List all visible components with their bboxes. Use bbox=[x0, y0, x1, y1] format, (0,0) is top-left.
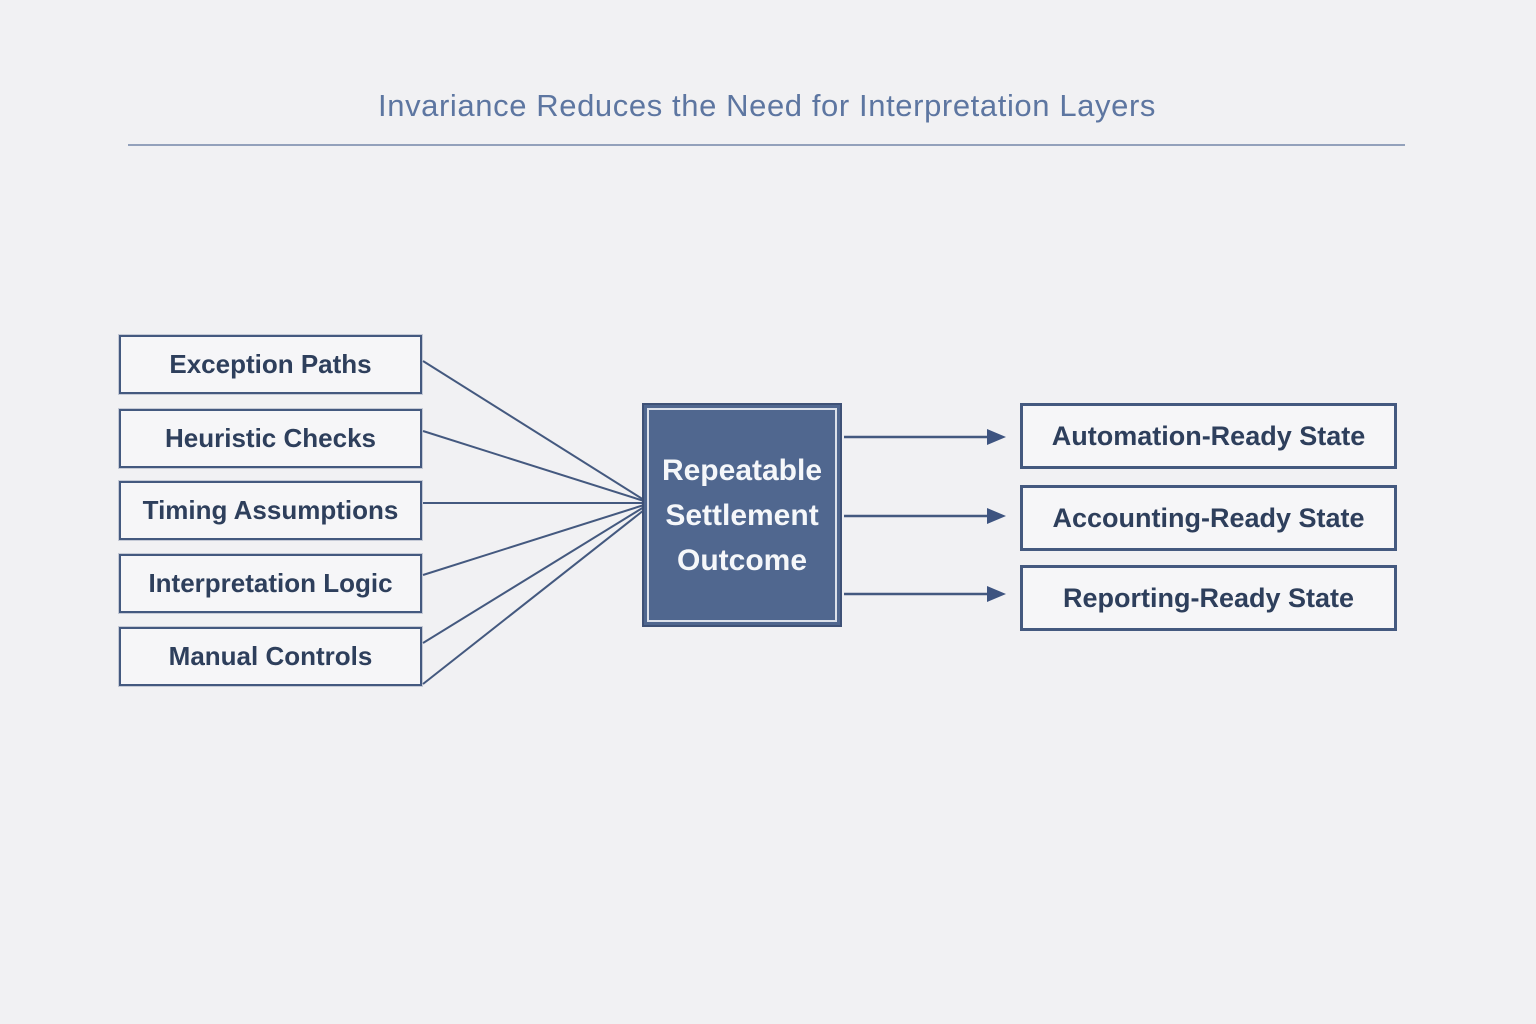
output-box-automation-ready-state: Automation-Ready State bbox=[1020, 403, 1397, 469]
output-box-accounting-ready-state: Accounting-Ready State bbox=[1020, 485, 1397, 551]
input-box-timing-assumptions: Timing Assumptions bbox=[119, 481, 422, 540]
center-box-label-line: Outcome bbox=[676, 543, 808, 577]
input-box-heuristic-checks: Heuristic Checks bbox=[119, 409, 422, 468]
input-box-label: Timing Assumptions bbox=[142, 495, 399, 525]
input-box-label: Interpretation Logic bbox=[148, 568, 393, 598]
output-box-label: Reporting-Ready State bbox=[1062, 582, 1355, 613]
output-box-reporting-ready-state: Reporting-Ready State bbox=[1020, 565, 1397, 631]
title-underline bbox=[128, 144, 1405, 146]
input-box-label: Heuristic Checks bbox=[165, 423, 376, 453]
connector-line-manual-controls bbox=[422, 506, 645, 644]
input-box-manual-controls: Manual Controls bbox=[119, 627, 422, 686]
output-box-label: Automation-Ready State bbox=[1051, 420, 1366, 451]
input-box-exception-paths: Exception Paths bbox=[119, 335, 422, 394]
input-box-label: Manual Controls bbox=[168, 641, 373, 671]
arrow-to-reporting-ready bbox=[844, 586, 1006, 602]
input-box-label: Exception Paths bbox=[169, 349, 372, 379]
input-box-interpretation-logic: Interpretation Logic bbox=[119, 554, 422, 613]
arrowhead-icon bbox=[987, 429, 1006, 445]
arrow-to-automation-ready bbox=[844, 429, 1006, 445]
output-box-label: Accounting-Ready State bbox=[1052, 502, 1365, 533]
connector-line-exception-paths bbox=[422, 360, 645, 501]
center-box-label-line: Repeatable bbox=[661, 453, 823, 487]
connector-line-manual-controls-2 bbox=[422, 509, 645, 685]
connector-line-interpretation-logic bbox=[422, 504, 645, 576]
arrowhead-icon bbox=[987, 508, 1006, 524]
page-title: Invariance Reduces the Need for Interpre… bbox=[378, 88, 1156, 123]
arrowhead-icon bbox=[987, 586, 1006, 602]
arrow-to-accounting-ready bbox=[844, 508, 1006, 524]
connector-line-heuristic-checks bbox=[422, 430, 645, 502]
center-box-label-line: Settlement bbox=[665, 498, 819, 532]
center-box-repeatable-settlement-outcome: Repeatable Settlement Outcome bbox=[642, 403, 842, 627]
